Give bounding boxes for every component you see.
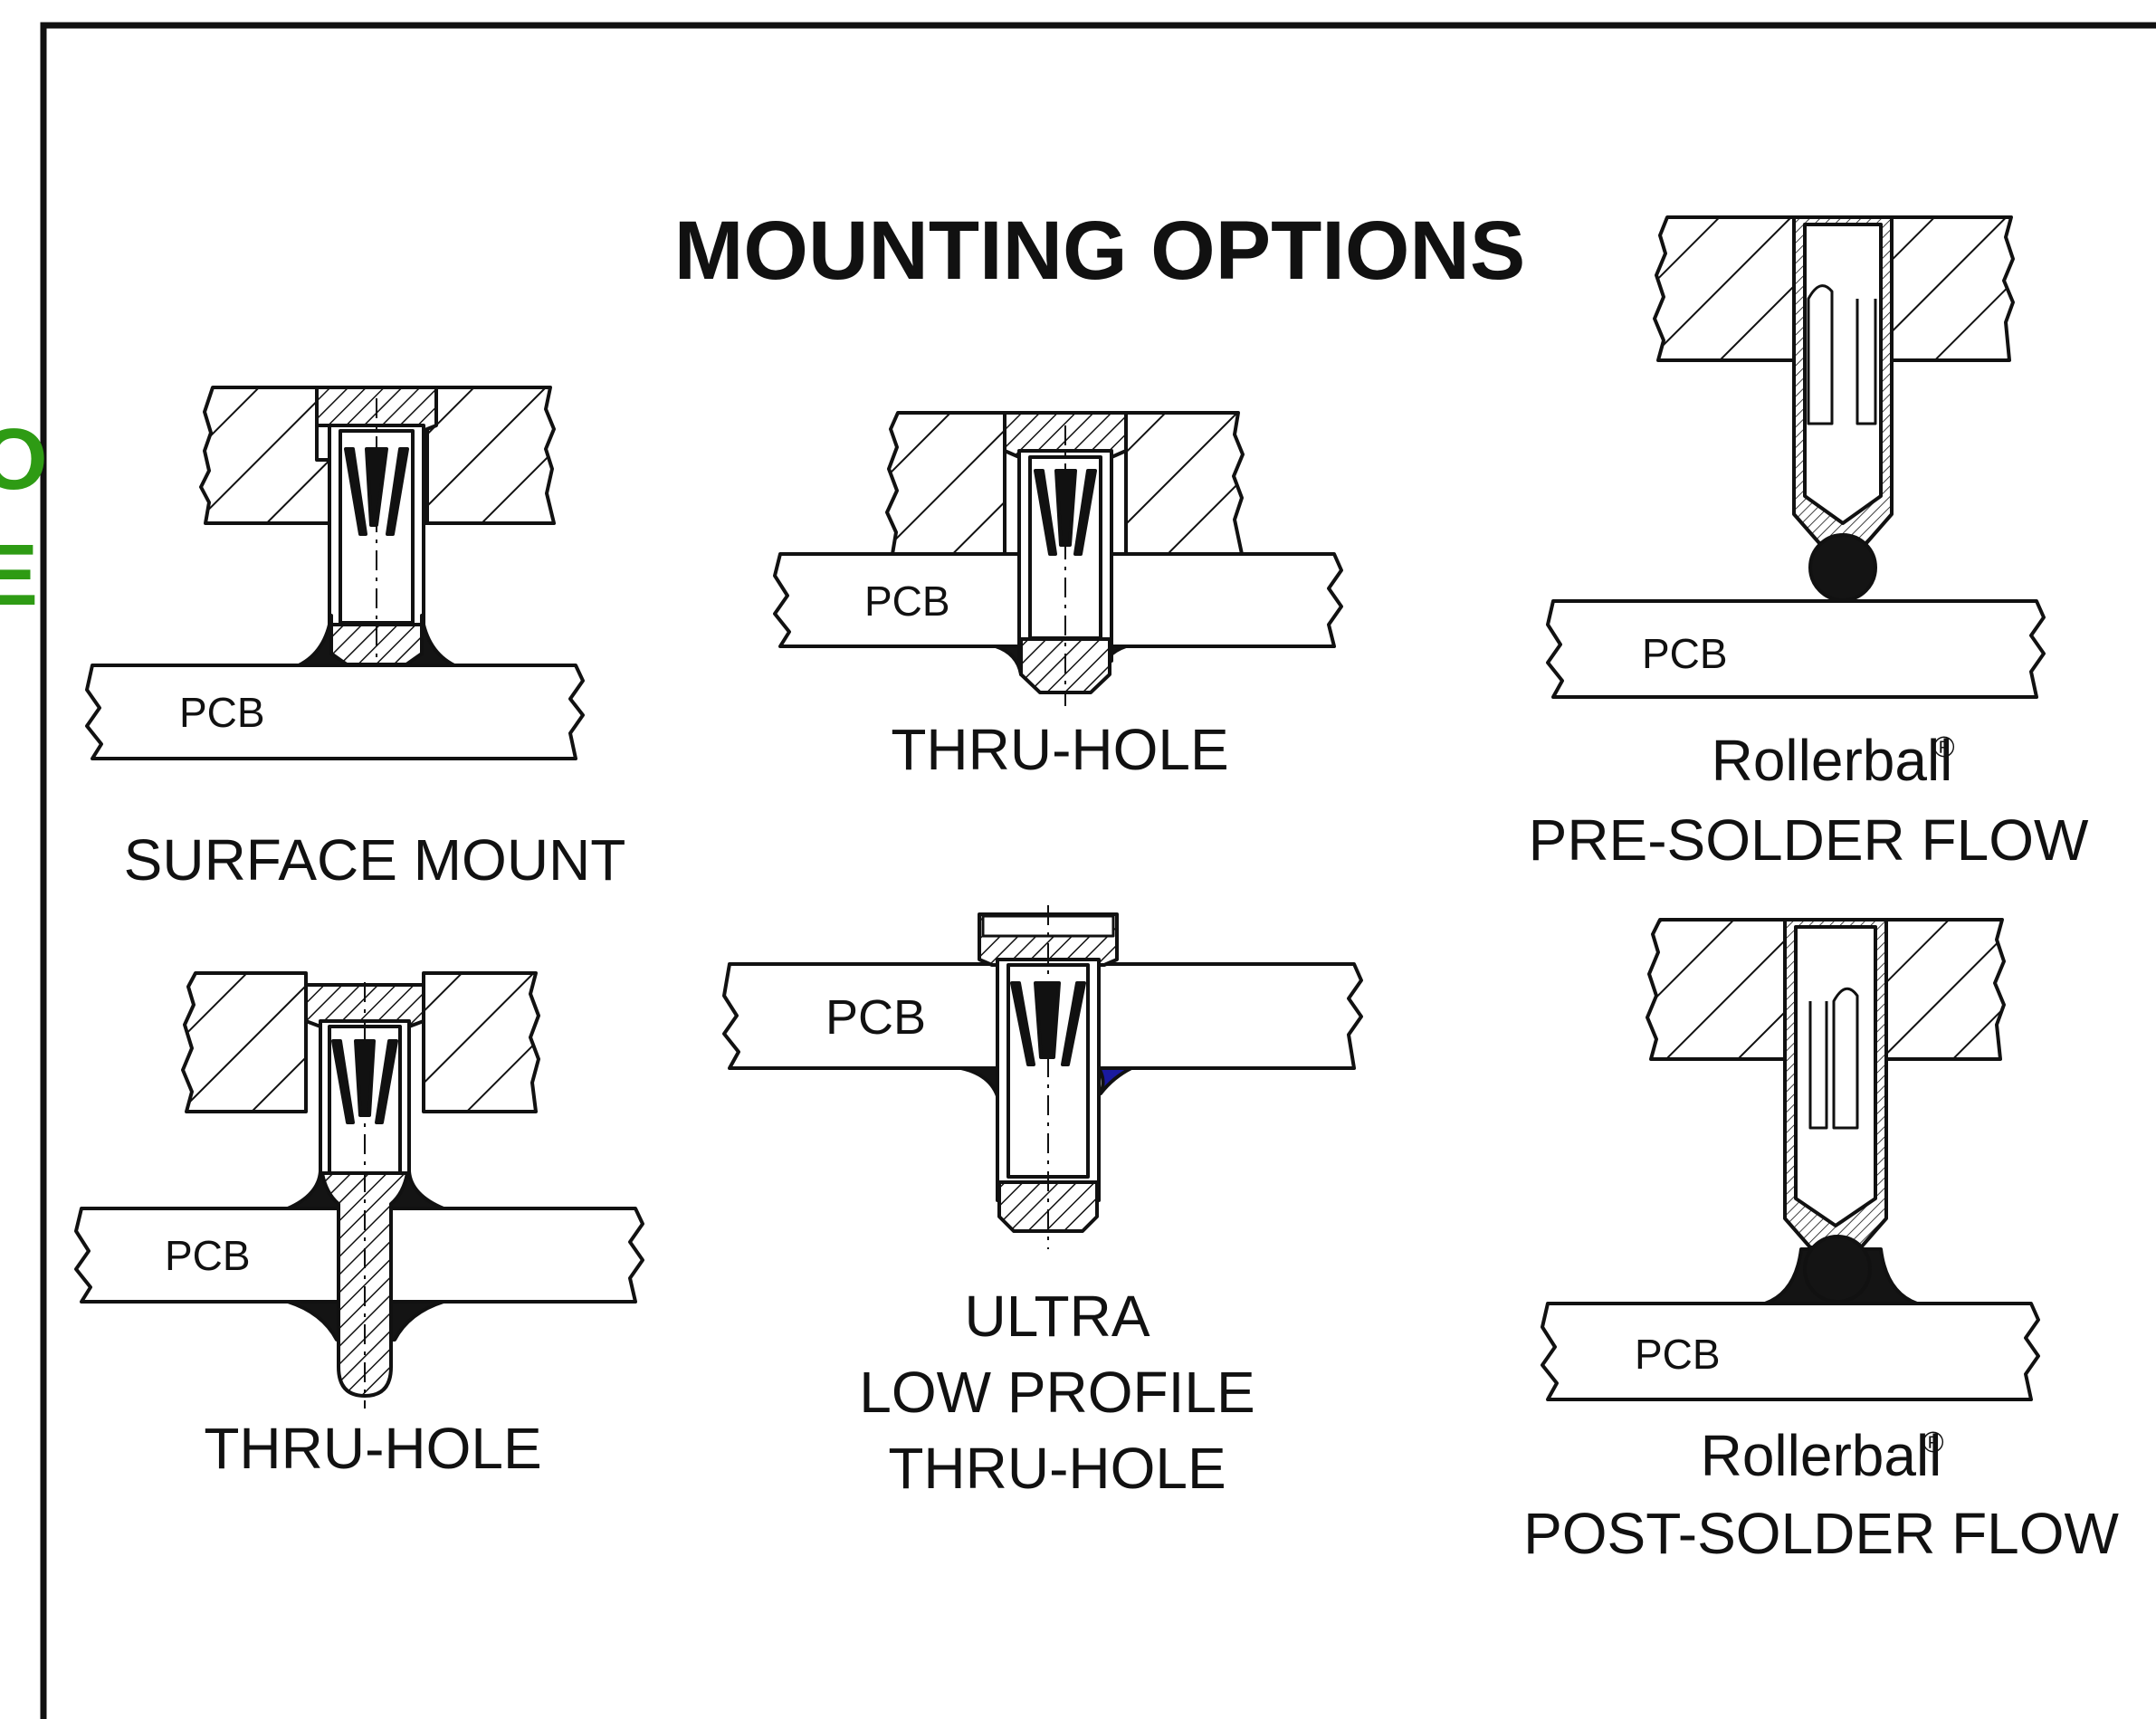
edge-letter-bottom: E — [0, 527, 38, 624]
receptacle-pin — [320, 1171, 409, 1398]
receptacle-bore — [1803, 223, 1883, 525]
rollerball-pre-diagram — [1546, 215, 2046, 699]
surface-mount-diagram — [85, 386, 585, 760]
drawing-frame — [40, 22, 2156, 1719]
rollerball-post-caption-line1: Rollerball — [1701, 1423, 1942, 1488]
panel-section — [181, 971, 308, 1113]
solder-ball — [1808, 533, 1877, 602]
rollerball-post-diagram — [1541, 918, 2040, 1401]
pcb-section — [1546, 599, 2046, 699]
pcb-label: PCB — [1642, 630, 1728, 677]
thru-hole-top-caption: THRU-HOLE — [891, 717, 1228, 782]
pcb-label: PCB — [864, 578, 950, 625]
registered-mark: ® — [1933, 731, 1955, 763]
ultra-caption-line1: ULTRA — [964, 1284, 1150, 1349]
page-title: MOUNTING OPTIONS — [674, 205, 1525, 297]
thru-hole-bottom-diagram — [74, 971, 644, 1409]
panel-section — [1890, 215, 2015, 362]
panel-section — [1646, 918, 1787, 1061]
ultra-low-profile-diagram — [722, 905, 1363, 1249]
contact-tine — [1808, 1001, 1828, 1130]
ultra-caption-line2: LOW PROFILE — [859, 1360, 1254, 1425]
panel-section — [1124, 411, 1245, 556]
rollerball-pre-caption-line2: PRE-SOLDER FLOW — [1529, 807, 2089, 873]
rollerball-pre-caption-line1: Rollerball — [1712, 728, 1953, 793]
pcb-label: PCB — [825, 990, 926, 1045]
contact-tine — [1807, 284, 1834, 425]
panel-section — [1653, 215, 1796, 362]
solder-ball — [1803, 1235, 1872, 1304]
pcb-label: PCB — [179, 689, 265, 736]
contact-tine — [1832, 987, 1859, 1130]
panel-section — [422, 971, 540, 1113]
panel-section — [885, 411, 1006, 556]
receptacle-base — [997, 1180, 1099, 1233]
panel-section — [425, 386, 556, 525]
panel-section — [1884, 918, 2006, 1061]
ultra-caption-line3: THRU-HOLE — [888, 1436, 1226, 1501]
contact-spring — [331, 1039, 398, 1124]
solder-fillet — [959, 1066, 1001, 1104]
registered-mark: ® — [1922, 1426, 1944, 1458]
pcb-section — [85, 664, 585, 760]
thru-hole-bottom-caption: THRU-HOLE — [204, 1416, 541, 1481]
pcb-label: PCB — [1635, 1331, 1721, 1378]
thru-hole-top-diagram — [773, 411, 1343, 706]
receptacle-bore — [1794, 925, 1877, 1227]
pcb-label: PCB — [165, 1232, 251, 1279]
surface-mount-caption: SURFACE MOUNT — [124, 827, 626, 893]
solder-fillet — [1097, 1066, 1133, 1095]
rollerball-post-caption-line2: POST-SOLDER FLOW — [1523, 1501, 2119, 1566]
contact-tine — [1855, 299, 1877, 425]
pcb-section — [1541, 1302, 2040, 1401]
edge-letter-top: O — [0, 411, 48, 508]
